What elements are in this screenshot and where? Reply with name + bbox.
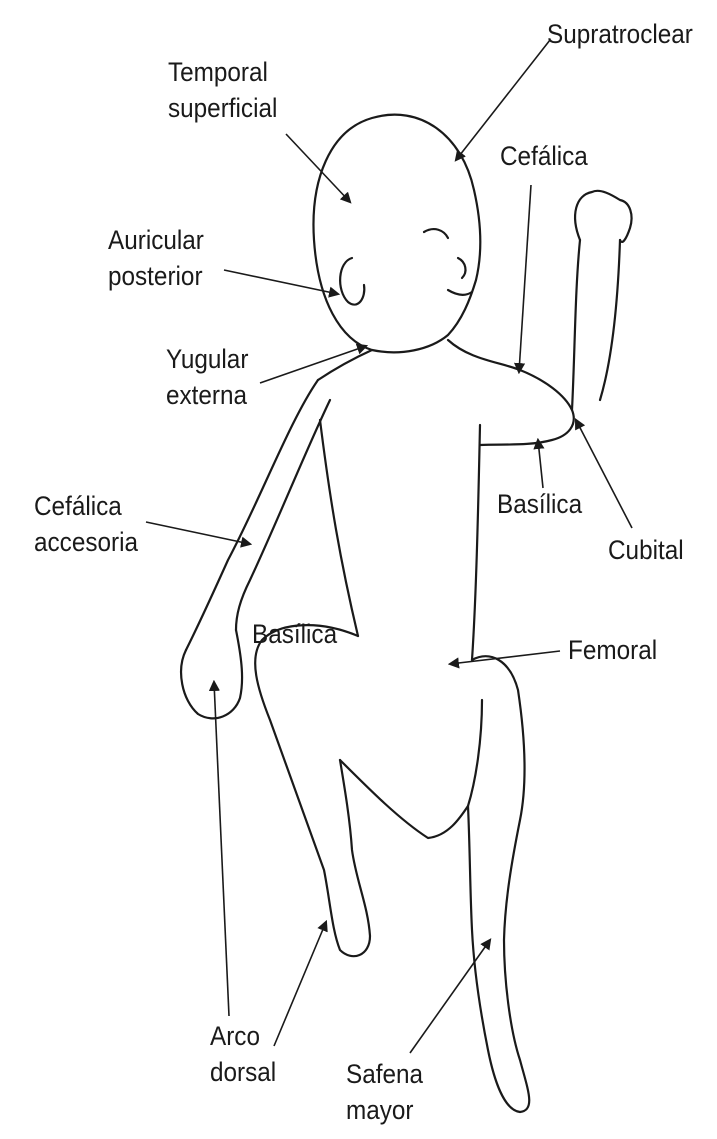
ear-outline	[340, 258, 364, 305]
arm-left-outline	[186, 380, 330, 650]
label-cefalica-accesoria: Cefálica accesoria	[34, 488, 138, 560]
label-arco-dorsal: Arco dorsal	[210, 1018, 276, 1090]
label-cefalica-arm: Cefálica	[500, 138, 588, 174]
forearm-right-outline	[572, 240, 620, 410]
leader-yugular	[260, 346, 366, 383]
label-safena-mayor: Safena mayor	[346, 1056, 423, 1128]
label-cubital: Cubital	[608, 532, 684, 568]
upper-arm-right-outline	[480, 370, 574, 445]
label-temporal-superficial: Temporal superficial	[168, 54, 277, 126]
leader-cubital	[576, 420, 632, 528]
leg-left-outline	[255, 625, 370, 956]
eye-outline	[424, 229, 448, 238]
fist-right-outline	[575, 191, 631, 242]
label-supratroclear: Supratroclear	[547, 16, 693, 52]
leader-femoral	[450, 651, 560, 664]
leader-arco	[214, 682, 229, 1016]
leader-cefalica-arm	[519, 185, 531, 372]
label-femoral: Femoral	[568, 632, 657, 668]
leg-right-outline	[468, 656, 529, 1112]
label-yugular-externa: Yugular externa	[166, 341, 248, 413]
leader-basilica-right	[538, 440, 543, 488]
leader-arco-2	[274, 922, 326, 1046]
mouth-outline	[448, 290, 472, 295]
leader-cefalica-acc	[146, 522, 250, 544]
leader-temporal	[286, 134, 350, 202]
nose-outline	[458, 258, 465, 278]
pelvis-outline	[340, 700, 482, 838]
torso-outline	[318, 340, 520, 660]
head-outline	[313, 115, 480, 353]
label-basilica-right: Basílica	[497, 486, 582, 522]
label-auricular-posterior: Auricular posterior	[108, 222, 204, 294]
label-basilica-left: Basílica	[252, 616, 337, 652]
